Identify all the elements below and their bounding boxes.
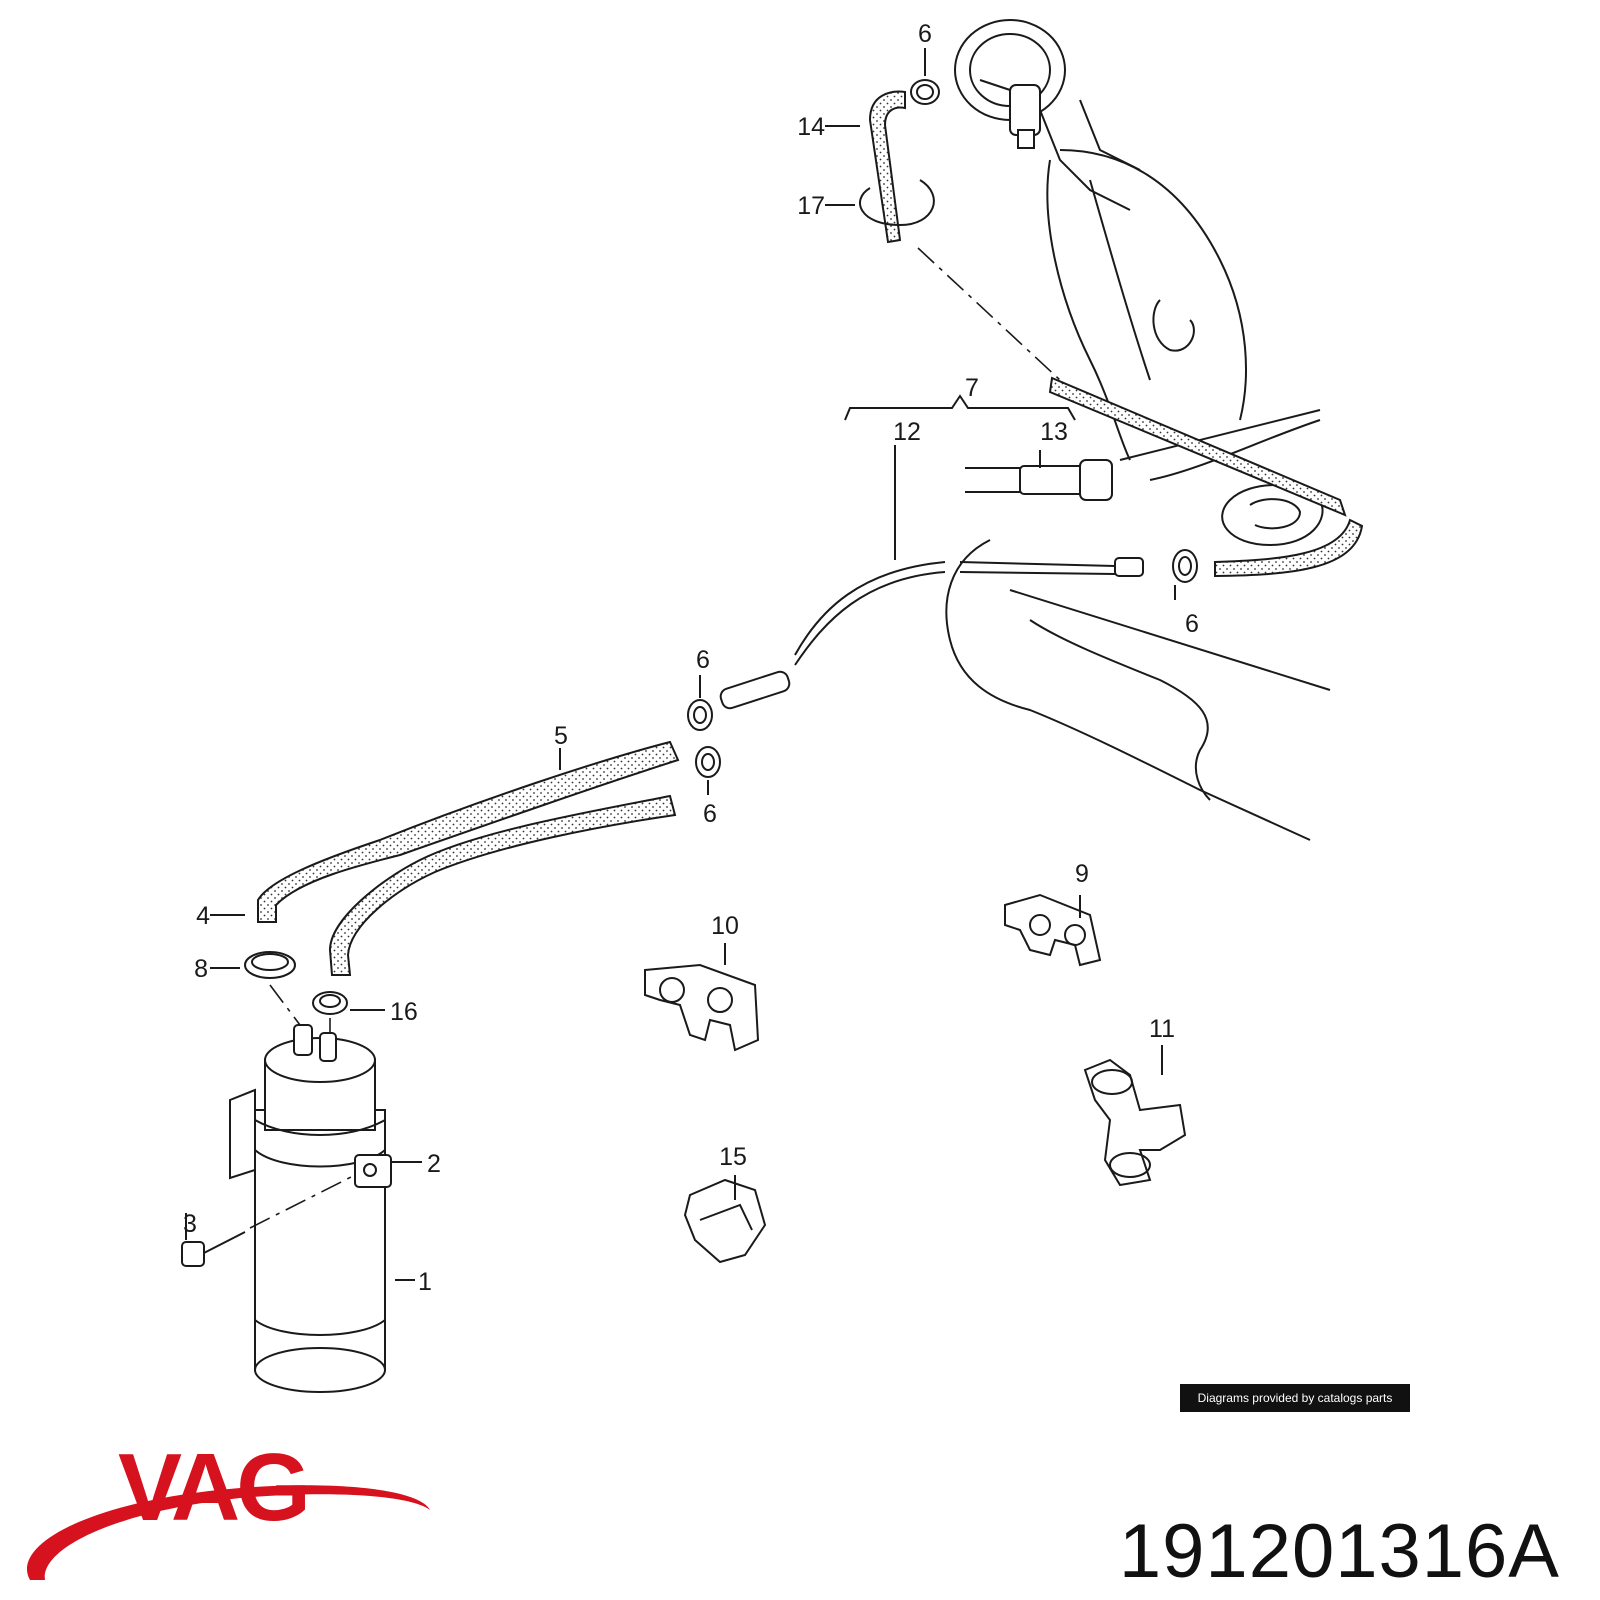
clamp-13 — [859, 179, 935, 227]
leader-lines — [185, 48, 1176, 1281]
logo-text: VAG — [118, 1434, 307, 1541]
clamp-6-right — [1172, 549, 1198, 583]
clip-14 — [683, 1178, 767, 1264]
bolt-3 — [181, 1231, 246, 1267]
vag-logo: VAG — [26, 1434, 431, 1580]
callout-10: 14 — [797, 113, 825, 141]
hose-to-tank — [1048, 376, 1347, 517]
part-number: 191201316A — [1118, 1509, 1560, 1594]
callout-17: 11 — [1149, 1015, 1175, 1043]
callout-8: 8 — [194, 955, 208, 983]
clamp-8 — [244, 951, 296, 979]
callout-15: 12 — [893, 418, 921, 446]
bracket-2 — [354, 1154, 392, 1188]
connector-16 — [965, 459, 1113, 501]
clamp-6-mid-b — [695, 746, 721, 778]
clamp-9 — [312, 991, 348, 1015]
callout-6-right: 6 — [1185, 610, 1199, 638]
canister-1 — [229, 1024, 386, 1393]
callout-16: 13 — [1040, 418, 1068, 446]
callout-9: 16 — [390, 998, 418, 1026]
hose-4 — [257, 740, 680, 923]
callout-7: 7 — [965, 374, 979, 402]
clamp-6-top — [910, 79, 940, 105]
callout-6-mid-a: 6 — [696, 646, 710, 674]
callout-11: 9 — [1075, 860, 1089, 888]
callout-4: 4 — [196, 902, 210, 930]
callout-5: 5 — [554, 722, 568, 750]
pipe-connector — [719, 670, 791, 710]
clip-17 — [1083, 1058, 1187, 1187]
hose-right — [1214, 518, 1364, 578]
connector-end — [1114, 557, 1144, 577]
logo-swoosh — [26, 1485, 431, 1580]
line-15 — [794, 561, 1116, 666]
assembly-line-top — [917, 247, 1061, 381]
fuel-tank-outline — [945, 149, 1331, 841]
assembly-line-3 — [249, 1174, 356, 1229]
callout-2: 2 — [427, 1150, 441, 1178]
callout-12: 10 — [711, 912, 739, 940]
callout-3: 3 — [183, 1210, 197, 1238]
callout-14: 15 — [719, 1143, 747, 1171]
callout-13: 17 — [797, 192, 825, 220]
credit-banner: Diagrams provided by catalogs parts — [1180, 1384, 1410, 1412]
assembly-line-8 — [269, 984, 301, 1026]
callout-6-top: 6 — [918, 20, 932, 48]
callout-6-mid-b: 6 — [703, 800, 717, 828]
hose-5 — [328, 794, 677, 976]
clip-11 — [1004, 893, 1102, 967]
clip-12 — [644, 963, 760, 1052]
vent-valve — [979, 79, 1041, 149]
clamp-6-mid-a — [687, 699, 713, 731]
callout-1: 1 — [418, 1268, 432, 1296]
hose-10 — [868, 90, 906, 244]
